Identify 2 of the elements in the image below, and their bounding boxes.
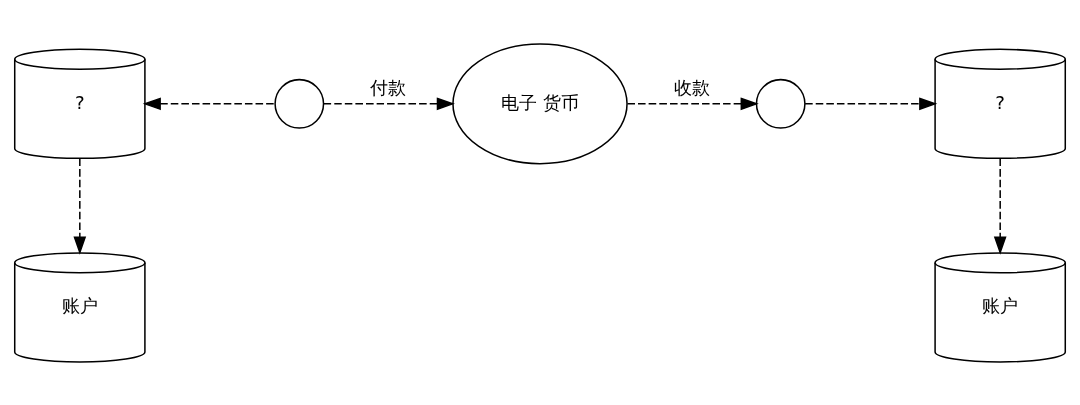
edge-label: 付款 <box>370 76 407 98</box>
edge-label: 收款 <box>673 76 710 98</box>
